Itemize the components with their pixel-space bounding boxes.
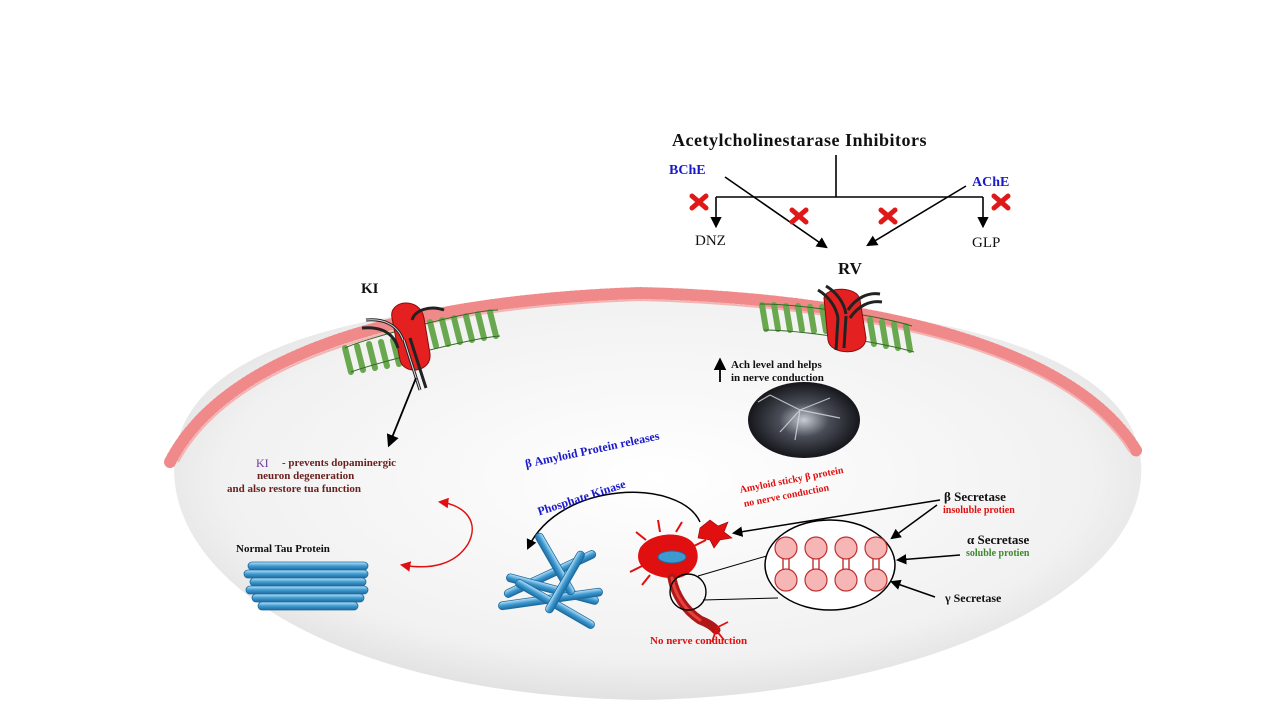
cell-membrane-inner [177, 298, 1131, 463]
ki-effect-line3: and also restore tua function [227, 483, 362, 495]
beta-secretase-note: insoluble protien [943, 505, 1015, 516]
inhibit-marks [689, 193, 1011, 225]
inhibitor-tree [710, 155, 989, 249]
beta-secretase-label: β Secretase [944, 489, 1006, 504]
ki-effect-ki: KI [256, 456, 269, 470]
no-conduction-label: No nerve conduction [650, 635, 748, 647]
inhibit-mark-icon [878, 207, 898, 225]
ach-note-line2: in nerve conduction [731, 372, 824, 384]
tau-cycle-arrow-down [399, 543, 469, 572]
ki-effect-line1: - prevents dopaminergic [282, 457, 397, 469]
inhibit-mark-icon [991, 193, 1011, 211]
tau-cycle-arrow-up [437, 497, 473, 545]
cell-membrane [164, 286, 1143, 468]
normal-tau-bundle [243, 561, 369, 611]
magnified-membrane [697, 519, 896, 611]
secretase-arrows [890, 504, 961, 598]
dnz-label: DNZ [695, 233, 726, 249]
bche-label: BChE [669, 163, 706, 178]
inhibit-mark-icon [789, 207, 809, 225]
ach-note-line1: Ach level and helps [731, 359, 822, 371]
ki-label: KI [361, 281, 379, 297]
inhibit-mark-icon [689, 193, 709, 211]
ache-label: AChE [972, 175, 1010, 190]
cell-body [174, 296, 1142, 700]
ki-down-arrow [386, 377, 417, 448]
ki-effect-line2: neuron degeneration [257, 470, 355, 482]
neuron-image [748, 382, 860, 458]
amyloid-clump [697, 519, 733, 549]
damaged-neuron [629, 519, 729, 643]
gamma-secretase-label: γ Secretase [945, 591, 1002, 605]
receptor-rv [759, 284, 915, 353]
rv-label: RV [838, 259, 862, 278]
alpha-secretase-note: soluble protien [966, 548, 1030, 559]
normal-tau-label: Normal Tau Protein [236, 543, 330, 555]
receptor-ki [342, 302, 501, 391]
diagram-title: Acetylcholinestarase Inhibitors [672, 130, 927, 150]
tangled-tau [498, 532, 603, 629]
kinase-arrow [526, 491, 701, 550]
alpha-secretase-label: α Secretase [967, 532, 1030, 547]
amyloid-sticky-arrow [731, 499, 941, 537]
glp-label: GLP [972, 235, 1001, 251]
